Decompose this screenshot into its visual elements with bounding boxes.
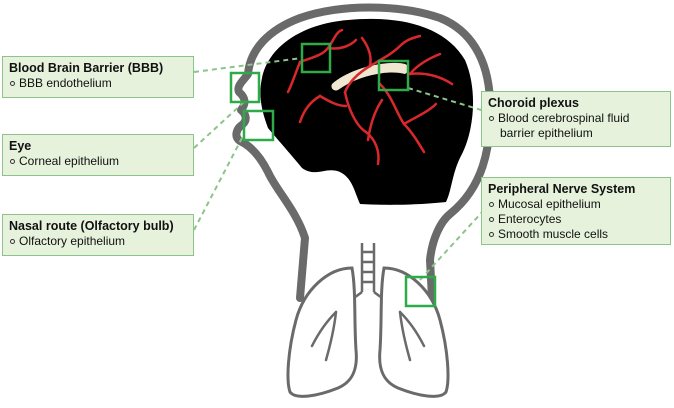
callout-choroid-item-cont: barrier epithelium [500, 126, 593, 140]
callout-bbb: Blood Brain Barrier (BBB) BBB endotheliu… [2, 56, 194, 98]
callout-nasal: Nasal route (Olfactory bulb) Olfactory e… [2, 214, 194, 256]
callout-choroid-title: Choroid plexus [488, 96, 579, 110]
callout-nasal-item: Olfactory epithelium [9, 234, 187, 249]
bullet-icon [489, 201, 494, 207]
marker-choroid [377, 59, 410, 92]
bullet-icon [489, 231, 494, 237]
bronchial-branches [310, 310, 426, 362]
bullet-icon [489, 115, 494, 121]
callout-choroid-item: Blood cerebrospinal fluid [488, 111, 664, 126]
callout-eye: Eye Corneal epithelium [2, 134, 194, 176]
marker-nasal [242, 109, 275, 142]
marker-eye [229, 71, 261, 104]
callout-pns: Peripheral Nerve System Mucosal epitheli… [481, 177, 671, 245]
region-markers [229, 42, 437, 308]
marker-bbb [300, 42, 332, 74]
left-lung [286, 266, 358, 398]
ventricle-shape [331, 62, 409, 91]
bullet-icon [489, 216, 494, 222]
bullet-icon [10, 158, 15, 164]
callout-pns-title: Peripheral Nerve System [488, 182, 636, 196]
callout-pns-item: Smooth muscle cells [488, 227, 664, 242]
callout-pns-item: Enterocytes [488, 212, 664, 227]
callout-eye-item: Corneal epithelium [9, 154, 187, 169]
callout-choroid: Choroid plexus Blood cerebrospinal fluid… [481, 91, 671, 147]
bullet-icon [10, 238, 15, 244]
right-lung [378, 266, 450, 398]
callout-pns-item: Mucosal epithelium [488, 197, 664, 212]
marker-pns [404, 275, 437, 308]
callout-eye-title: Eye [9, 139, 32, 153]
callout-bbb-item: BBB endothelium [9, 76, 187, 91]
connector-lines [193, 57, 489, 281]
bullet-icon [10, 80, 15, 86]
callout-bbb-title: Blood Brain Barrier (BBB) [9, 61, 164, 75]
callout-nasal-title: Nasal route (Olfactory bulb) [9, 219, 174, 233]
